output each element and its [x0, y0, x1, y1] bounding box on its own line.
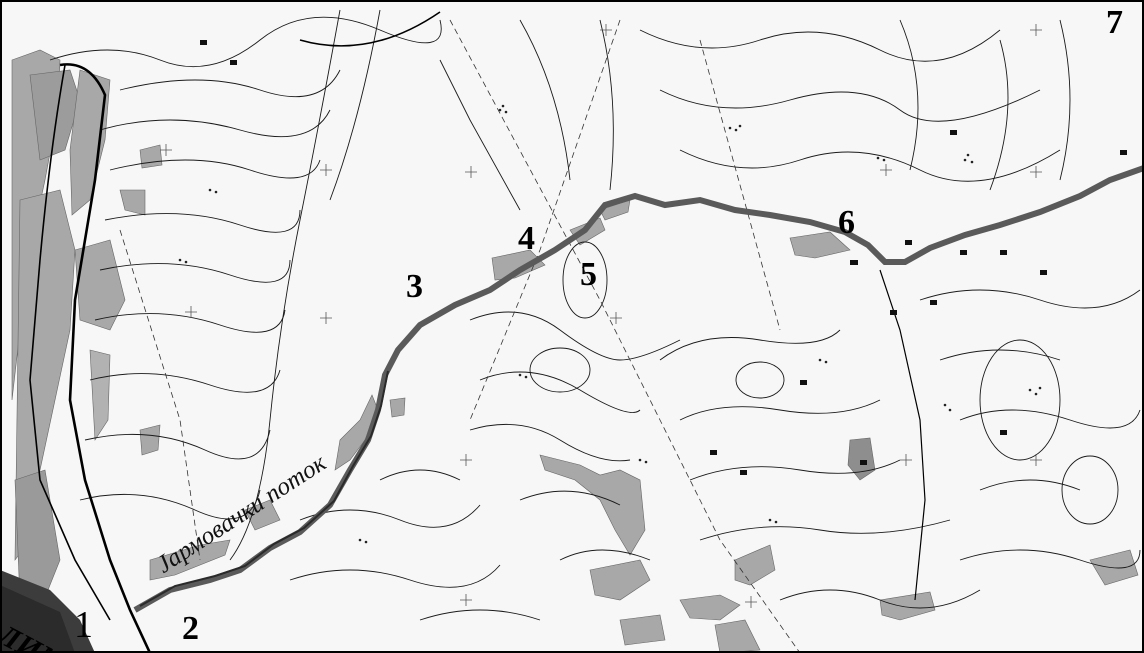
location-label-7: 7 [1106, 4, 1123, 41]
grid-crosses [160, 24, 1042, 608]
settlement-dots [178, 104, 1042, 544]
location-label-6: 6 [838, 204, 855, 241]
location-label-1: 1 [74, 604, 93, 646]
dashed-boundaries [119, 19, 801, 653]
location-label-2: 2 [182, 610, 199, 647]
location-label-5: 5 [580, 256, 597, 293]
river-lim [0, 570, 95, 653]
location-label-3: 3 [406, 268, 423, 305]
parcel-lines [49, 9, 1141, 621]
stream-jarmovacki [133, 165, 1144, 613]
gray-areas [11, 49, 1139, 653]
buildings [200, 40, 1127, 475]
location-label-4: 4 [518, 220, 535, 257]
